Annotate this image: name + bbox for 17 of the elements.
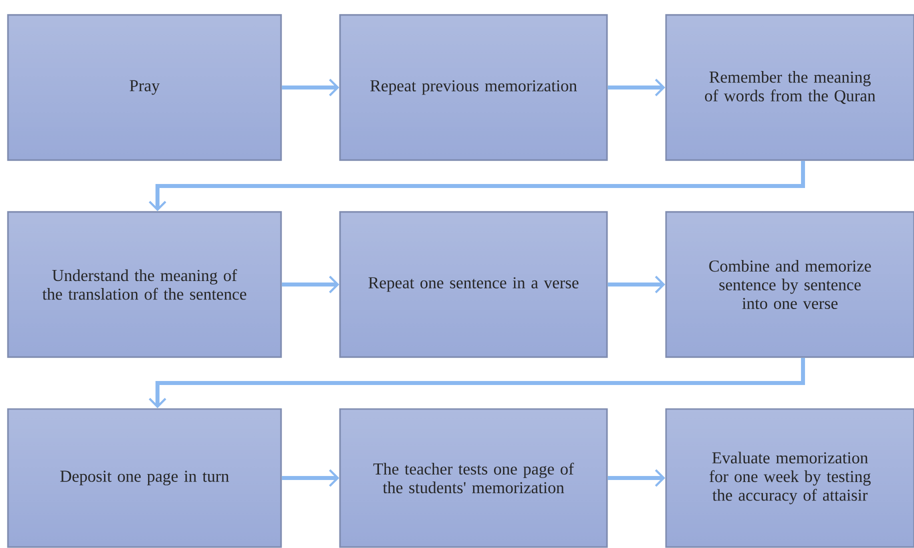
process-box: Combine and memorize sentence by sentence into one verse [665, 211, 914, 358]
arrow [608, 78, 666, 96]
process-box: Repeat previous memorization [339, 14, 608, 161]
arrow [148, 160, 805, 212]
process-box: Understand the meaning of the translation of the sentence [7, 211, 282, 358]
arrow [608, 469, 666, 487]
process-box: Repeat one sentence in a verse [339, 211, 608, 358]
process-box: Deposit one page in turn [7, 408, 282, 548]
process-box: The teacher tests one page of the students' memorization [339, 408, 608, 548]
arrow [608, 276, 666, 294]
arrow [148, 358, 805, 408]
arrow [282, 276, 340, 294]
process-box: Evaluate memorization for one week by testing the accuracy of attaisir [665, 408, 914, 548]
process-box: Remember the meaning of words from the Quran [665, 14, 914, 161]
arrow [282, 78, 340, 96]
arrow [282, 469, 340, 487]
process-box: Pray [7, 14, 282, 161]
